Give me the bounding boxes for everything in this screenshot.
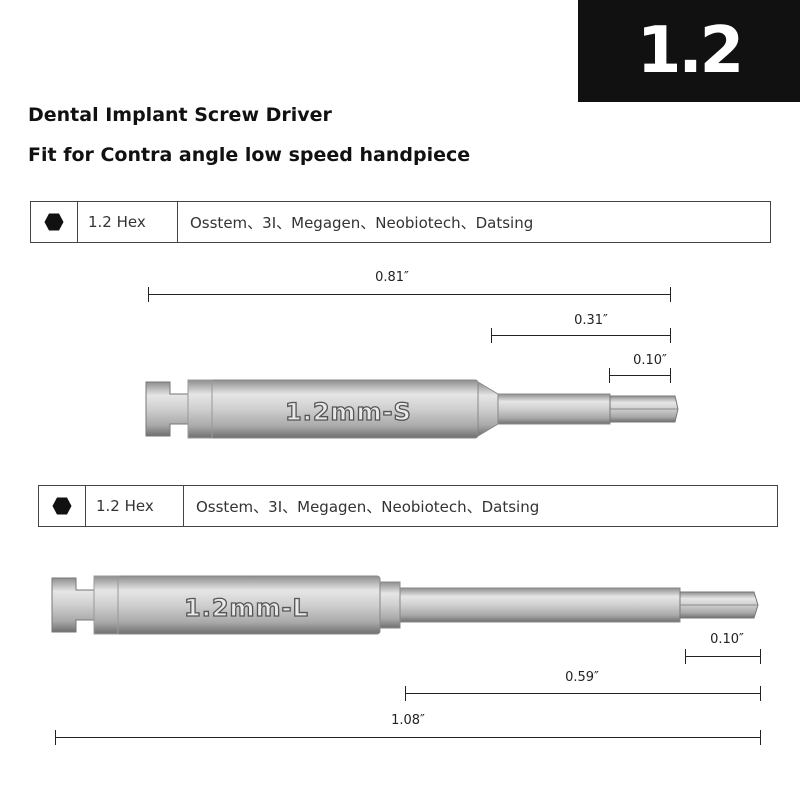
product-title: Dental Implant Screw Driver	[28, 104, 332, 126]
compatible-brands: Osstem、3I、Megagen、Neobiotech、Datsing	[190, 213, 534, 232]
dimension-line-shank-short	[491, 328, 671, 343]
spec-table-long: 1.2 Hex Osstem、3I、Megagen、Neobiotech、Dat…	[38, 485, 778, 527]
size-badge-text: 1.2	[636, 14, 744, 88]
compatible-brands: Osstem、3I、Megagen、Neobiotech、Datsing	[196, 497, 540, 516]
marking-short: 1.2mm-S	[285, 398, 412, 426]
short-screw-driver-image: 1.2mm-S	[145, 379, 679, 439]
dimension-label-total-long: 1.08″	[391, 713, 425, 728]
dimension-line-tip-long	[685, 649, 761, 664]
dimension-label-shank-short: 0.31″	[574, 313, 608, 328]
size-badge: 1.2	[578, 0, 800, 102]
hexagon-icon	[39, 486, 86, 526]
dimension-line-shank-long	[405, 686, 761, 701]
dimension-label-tip-short: 0.10″	[633, 353, 667, 368]
marking-long: 1.2mm-L	[184, 594, 309, 622]
dimension-line-total-long	[55, 730, 761, 745]
product-subtitle: Fit for Contra angle low speed handpiece	[28, 144, 471, 166]
dimension-label-total-short: 0.81″	[375, 270, 409, 285]
hexagon-icon	[31, 202, 78, 242]
spec-table-short: 1.2 Hex Osstem、3I、Megagen、Neobiotech、Dat…	[30, 201, 771, 243]
dimension-label-tip-long: 0.10″	[710, 632, 744, 647]
hex-size-label: 1.2 Hex	[86, 486, 184, 526]
dimension-label-shank-long: 0.59″	[565, 670, 599, 685]
dimension-line-total-short	[148, 287, 671, 302]
hex-size-label: 1.2 Hex	[78, 202, 178, 242]
dimension-line-tip-short	[609, 368, 671, 383]
long-screw-driver-image: 1.2mm-L	[51, 575, 759, 635]
